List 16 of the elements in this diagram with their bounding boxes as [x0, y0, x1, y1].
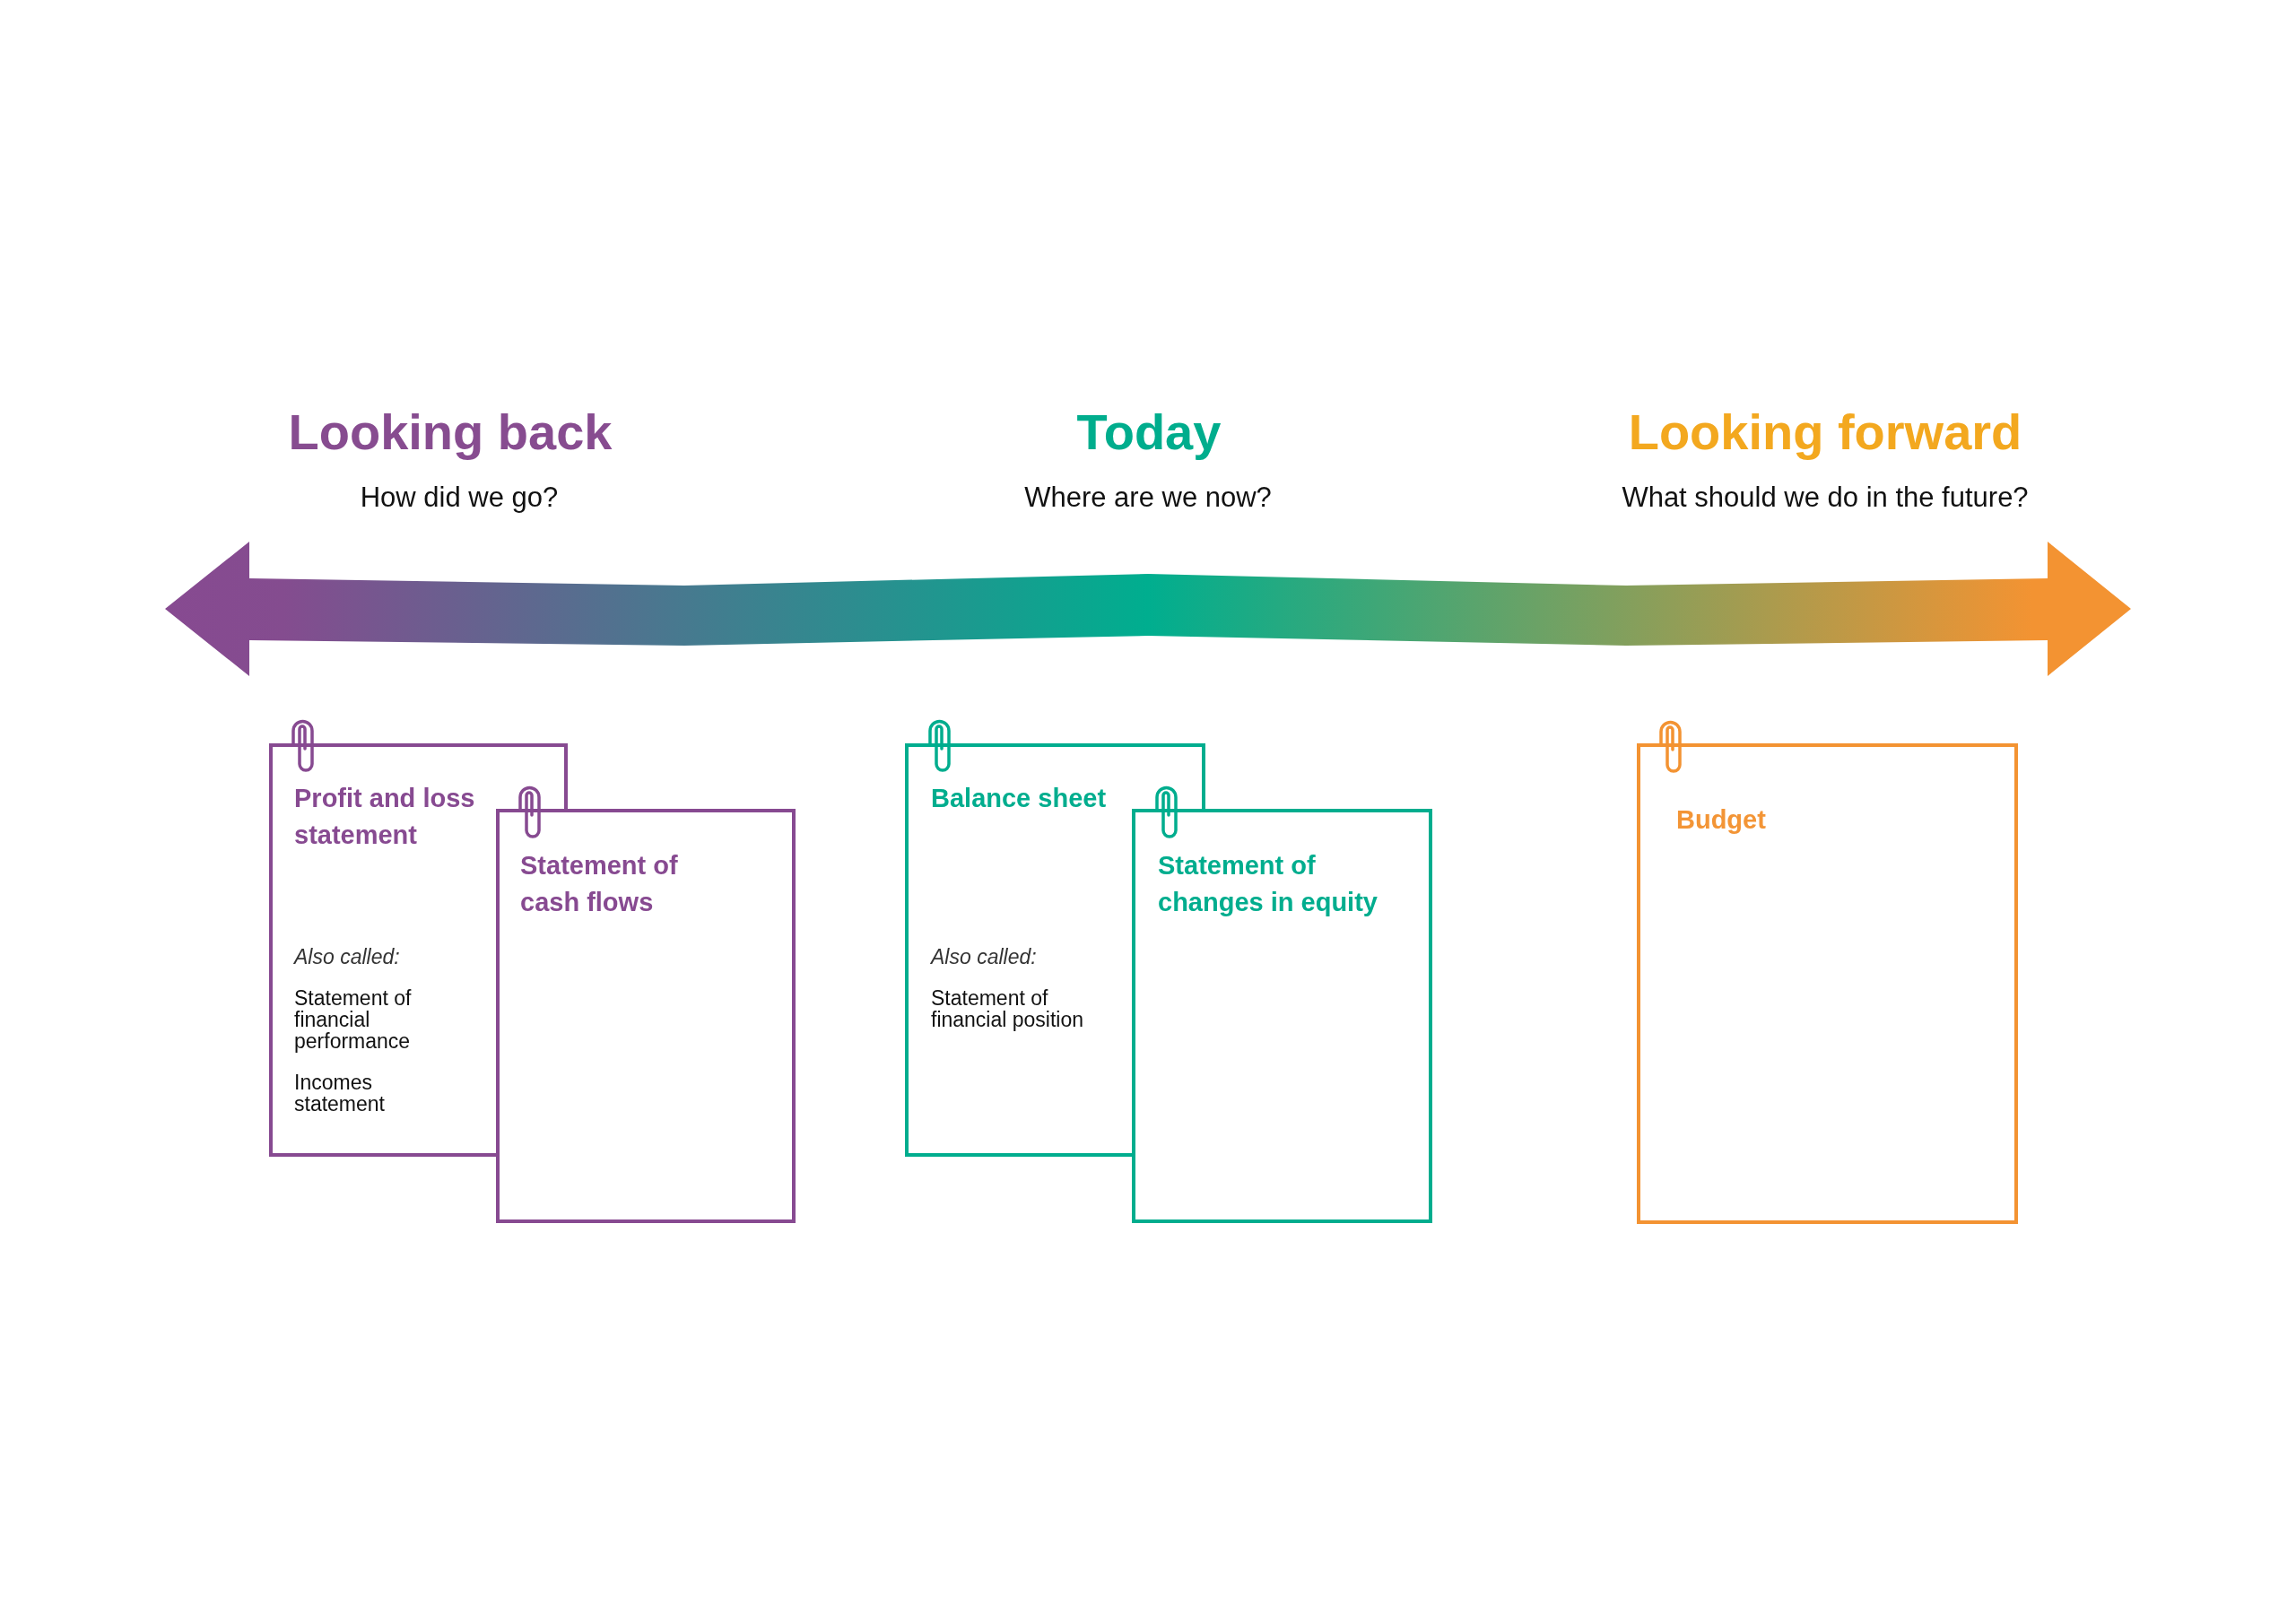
- section-heading: Looking forward: [1628, 404, 2022, 462]
- document-title: Statement of changes in equity: [1158, 850, 1378, 918]
- document-title: Budget: [1676, 804, 1766, 836]
- italic-caption: Also called:: [294, 944, 400, 969]
- italic-caption: Also called:: [931, 944, 1037, 969]
- document-title: Statement of cash flows: [520, 850, 679, 918]
- document-title: Balance sheet: [931, 783, 1107, 814]
- question-text: What should we do in the future?: [1622, 482, 2029, 514]
- alias-name: Incomes statement: [294, 1072, 386, 1115]
- alias-name: Statement of financial performance: [294, 987, 413, 1052]
- question-text: How did we go?: [360, 482, 559, 514]
- question-text: Where are we now?: [1024, 482, 1272, 514]
- document-title: Profit and loss statement: [294, 783, 476, 851]
- section-heading: Looking back: [288, 404, 613, 462]
- section-heading: Today: [1076, 404, 1222, 462]
- alias-name: Statement of financial position: [931, 987, 1085, 1030]
